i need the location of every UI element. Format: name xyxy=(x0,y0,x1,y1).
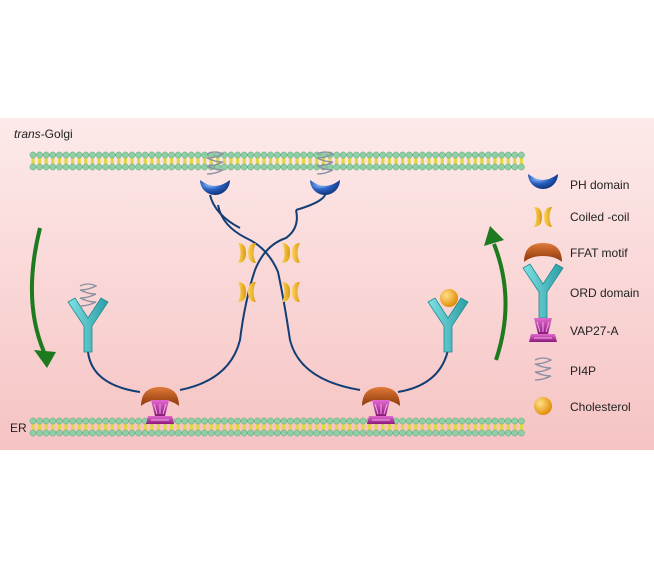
legend-label: PH domain xyxy=(570,178,629,192)
crossing-linker-a xyxy=(209,194,241,229)
cholesterol-icon xyxy=(534,397,552,415)
legend-label: FFAT motif xyxy=(570,246,628,260)
er-label: ER xyxy=(10,421,27,435)
legend-label: ORD domain xyxy=(570,286,639,300)
legend-label: Cholesterol xyxy=(570,400,631,414)
golgi-membrane xyxy=(29,151,525,171)
legend-label: PI4P xyxy=(570,364,596,378)
right-protein-linker-ord xyxy=(397,349,449,393)
cholesterol-icon xyxy=(440,289,458,307)
legend-label: Coiled -coil xyxy=(570,210,629,224)
transport-arrow-icon xyxy=(29,227,56,368)
linker-chains xyxy=(87,189,449,393)
left-protein-linker-ord xyxy=(87,351,141,393)
left-protein-linker-coil xyxy=(179,209,298,391)
legend: PH domain Coiled -coil FFAT motif ORD do… xyxy=(522,174,639,415)
er-membrane xyxy=(29,417,525,437)
transport-arrow-icon xyxy=(484,226,508,361)
right-protein-linker-coil xyxy=(217,204,361,391)
golgi-label: trans-Golgi xyxy=(14,127,73,141)
legend-label: VAP27-A xyxy=(570,324,618,338)
